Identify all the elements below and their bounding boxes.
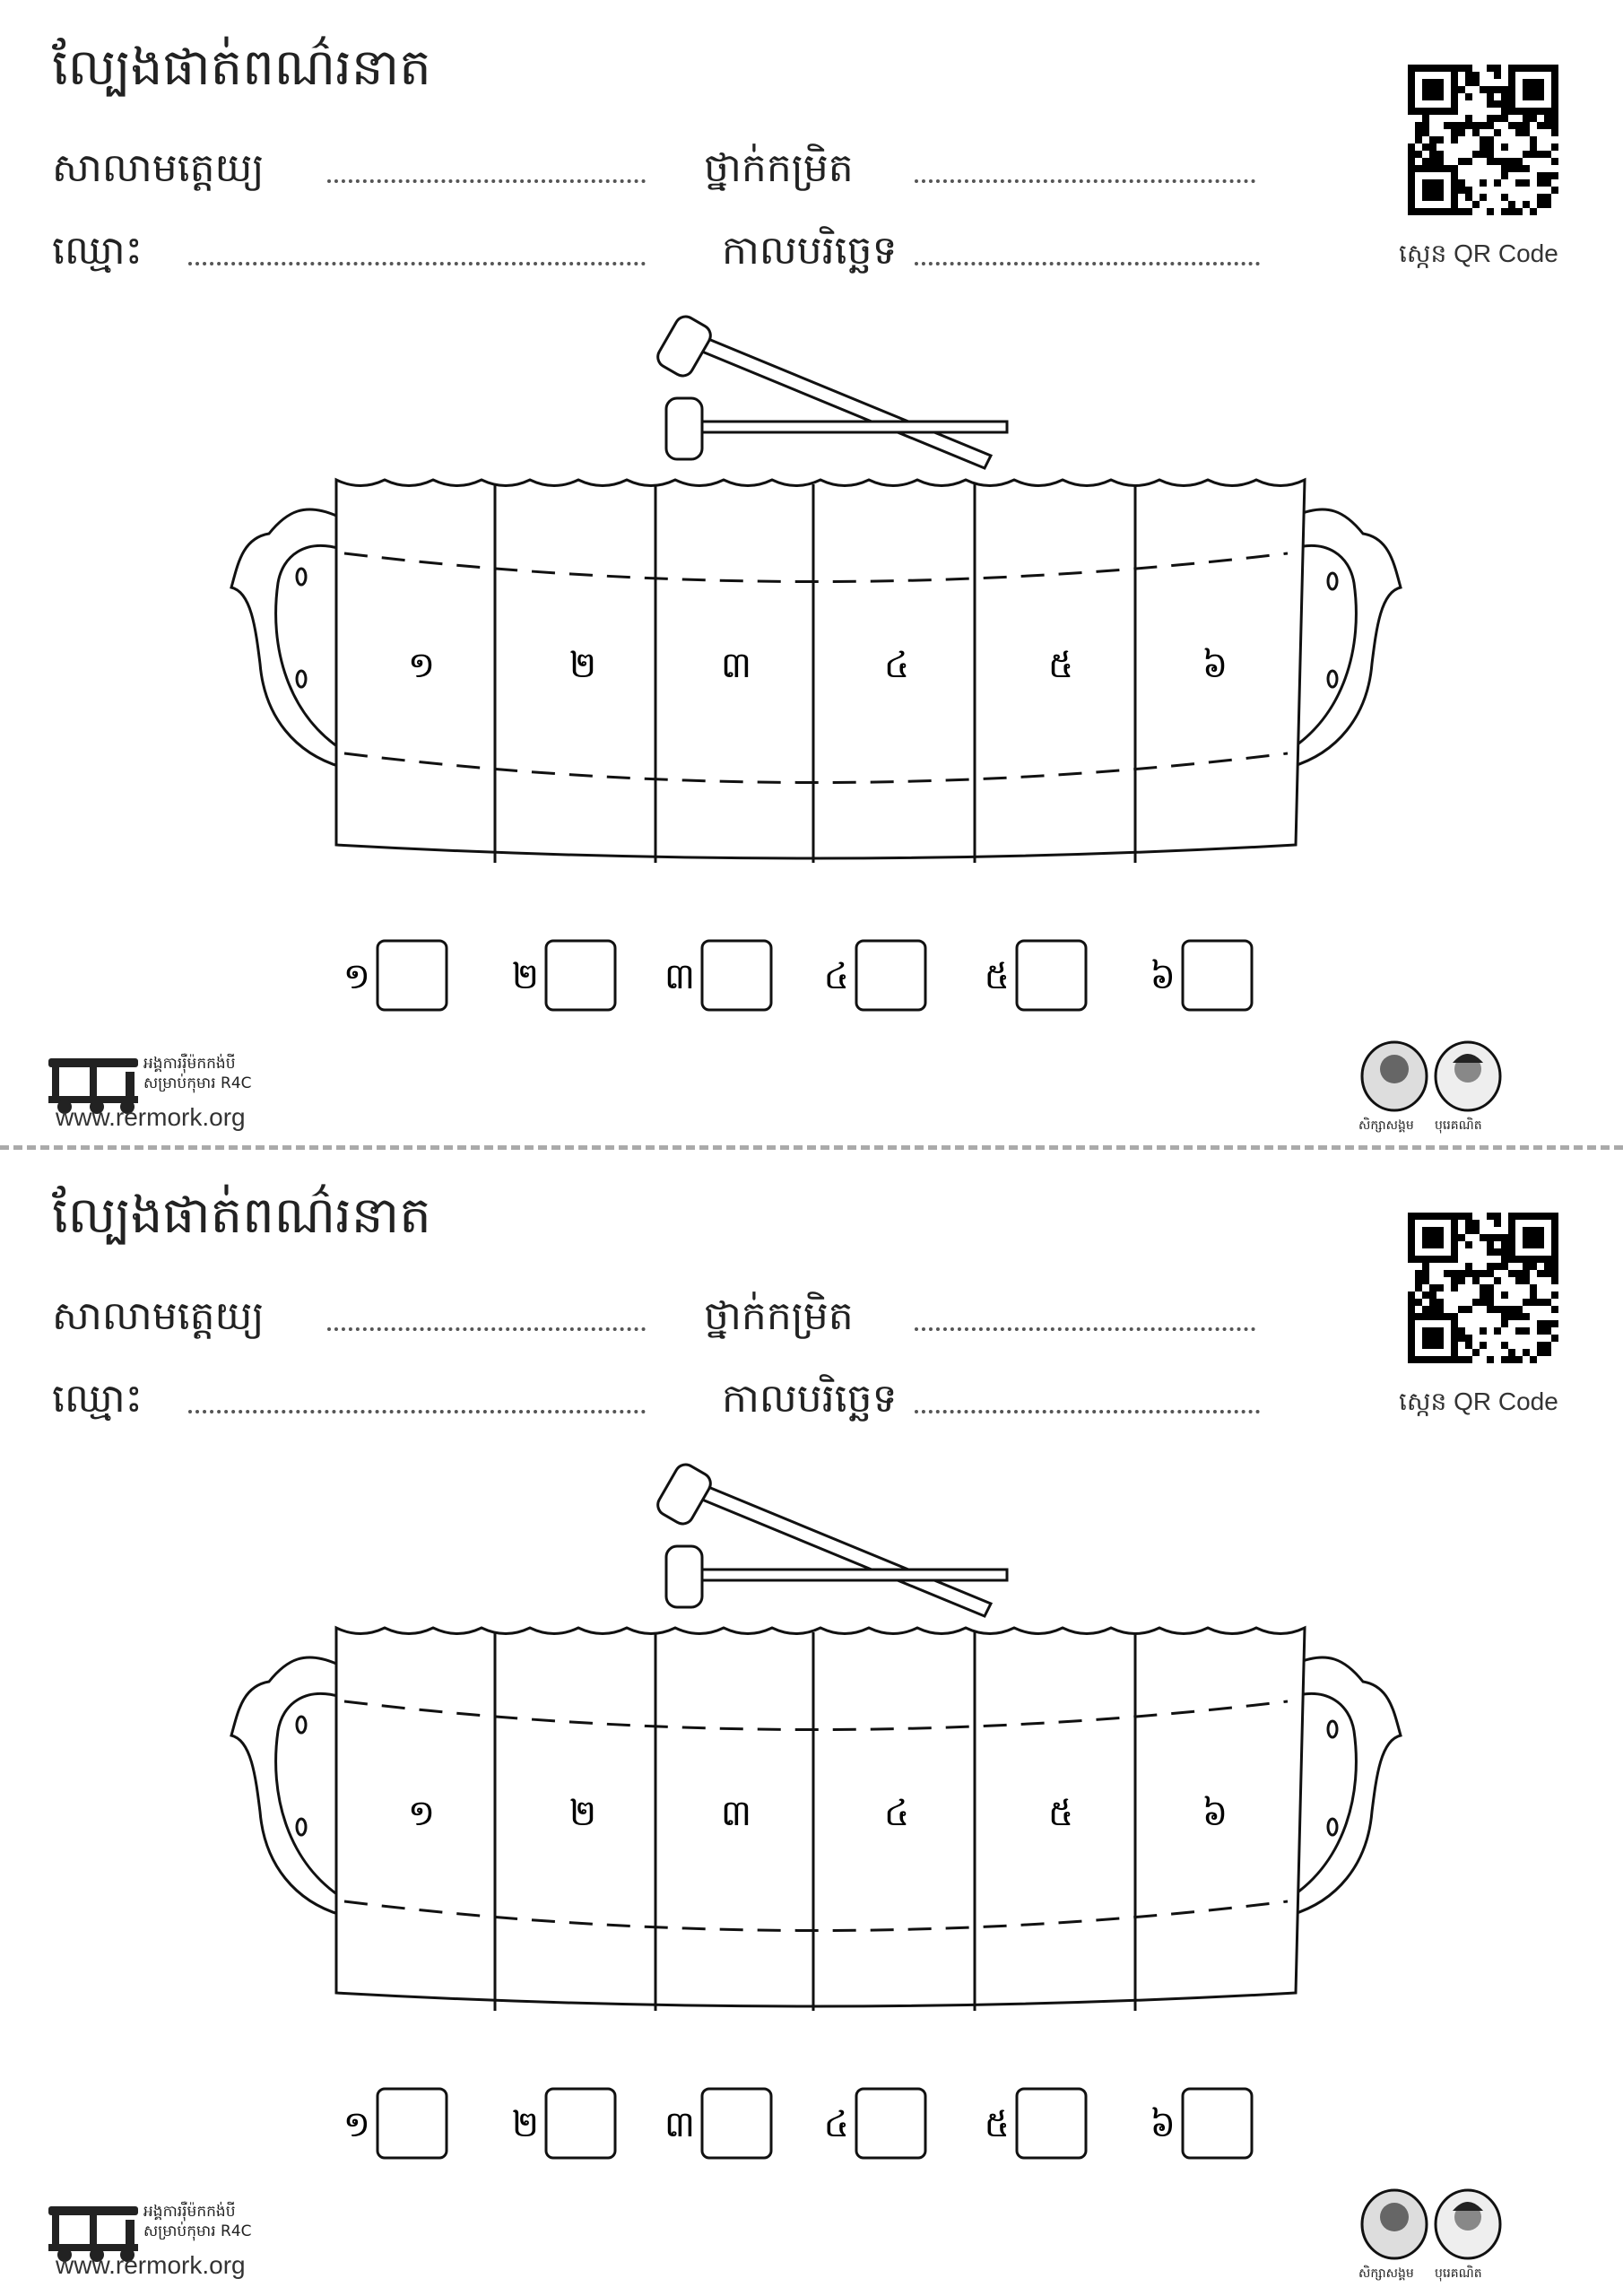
bar-number: ៣ <box>721 645 751 686</box>
worksheet-copy: ល្បែងផាត់ពណ៌រនាត សាលាមត្តេយ្យ ថ្នាក់កម្រ… <box>0 1148 1623 2296</box>
mallet-icon <box>656 315 1009 470</box>
answer-box[interactable] <box>1181 2087 1254 2160</box>
answer-box[interactable] <box>376 2087 448 2160</box>
worksheet-title: ល្បែងផាត់ពណ៌រនាត <box>52 1187 431 1245</box>
bar-number: ១ <box>408 1793 435 1834</box>
tuktuk-logo-icon <box>48 1058 138 1114</box>
badge-caption: បុរេគណិត <box>1435 1118 1482 1133</box>
badge-caption: បុរេគណិត <box>1435 2266 1482 2281</box>
bar-number: ៥ <box>1048 1793 1073 1834</box>
bar-number: ២ <box>569 645 596 686</box>
badge-caption: សិក្សាសង្គម <box>1358 2266 1414 2281</box>
string-bottom <box>343 1900 1289 1932</box>
answer-box[interactable] <box>855 939 927 1012</box>
right-handle <box>1283 508 1402 769</box>
tuktuk-logo-icon <box>48 2206 138 2262</box>
qr-caption: ស្កេន QR Code <box>1399 1387 1558 1415</box>
mallet-icon <box>656 1463 1009 1618</box>
box-number: ៦ <box>1150 2104 1176 2145</box>
bar-number: ៤ <box>884 645 909 686</box>
name-label: ឈ្មោះ <box>52 1376 143 1422</box>
bar-number: ១ <box>408 645 435 686</box>
bar-number: ៥ <box>1048 645 1073 686</box>
bar-number: ៤ <box>884 1793 909 1834</box>
date-label: កាលបរិច្ឆេទ <box>722 228 898 274</box>
roneat-body <box>334 477 1306 860</box>
box-number: ១ <box>343 956 370 997</box>
box-number: ៦ <box>1150 956 1176 997</box>
answer-box[interactable] <box>1181 939 1254 1012</box>
school-field[interactable] <box>327 179 646 183</box>
math-badge-icon <box>1434 1040 1502 1112</box>
grade-field[interactable] <box>915 1327 1255 1331</box>
answer-box[interactable] <box>1015 939 1088 1012</box>
bar-number: ៣ <box>721 1793 751 1834</box>
left-handle <box>230 508 349 769</box>
box-number: ៤ <box>824 956 849 997</box>
grade-label: ថ្នាក់កម្រិត <box>704 1293 854 1339</box>
answer-box[interactable] <box>700 939 773 1012</box>
worksheet-title: ល្បែងផាត់ពណ៌រនាត <box>52 39 431 97</box>
roneat-illustration: ១២៣៤៥៦ ១២៣៤៥៦ <box>48 315 1502 1114</box>
grade-field[interactable] <box>915 179 1255 183</box>
date-field[interactable] <box>915 1410 1260 1413</box>
qr-caption: ស្កេន QR Code <box>1399 239 1558 267</box>
grade-label: ថ្នាក់កម្រិត <box>704 145 854 191</box>
social-studies-badge-icon <box>1360 2188 1428 2260</box>
answer-box[interactable] <box>700 2087 773 2160</box>
box-number: ៥ <box>985 2104 1010 2145</box>
box-number: ៥ <box>985 956 1010 997</box>
answer-box[interactable] <box>1015 2087 1088 2160</box>
org-name: អង្គការរ៉ឺម៉កកង់បីសម្រាប់កុមារ R4C <box>143 2203 252 2240</box>
org-name: អង្គការរ៉ឺម៉កកង់បីសម្រាប់កុមារ R4C <box>143 1055 252 1092</box>
social-studies-badge-icon <box>1360 1040 1428 1112</box>
badge-caption: សិក្សាសង្គម <box>1358 1118 1414 1133</box>
box-number: ៣ <box>664 956 695 997</box>
answer-box[interactable] <box>855 2087 927 2160</box>
bar-number: ២ <box>569 1793 596 1834</box>
right-handle <box>1283 1656 1402 1917</box>
box-number: ១ <box>343 2104 370 2145</box>
string-top <box>343 1700 1289 1731</box>
website-link[interactable]: www.rermork.org <box>56 1103 246 1131</box>
bar-number: ៦ <box>1202 1793 1228 1834</box>
box-number: ៤ <box>824 2104 849 2145</box>
string-bottom <box>343 752 1289 784</box>
answer-box[interactable] <box>376 939 448 1012</box>
box-number: ៣ <box>664 2104 695 2145</box>
qr-code-icon <box>1408 1213 1558 1363</box>
date-field[interactable] <box>915 262 1260 265</box>
school-label: សាលាមត្តេយ្យ <box>52 1293 265 1339</box>
name-label: ឈ្មោះ <box>52 228 143 274</box>
worksheet-copy: ល្បែងផាត់ពណ៌រនាត សាលាមត្តេយ្យ ថ្នាក់កម្រ… <box>48 39 1558 1133</box>
roneat-illustration: ១២៣៤៥៦ ១២៣៤៥៦ <box>48 1463 1502 2262</box>
school-field[interactable] <box>327 1327 646 1331</box>
box-number: ២ <box>512 2104 539 2145</box>
name-field[interactable] <box>188 1410 646 1413</box>
date-label: កាលបរិច្ឆេទ <box>722 1376 898 1422</box>
box-number: ២ <box>512 956 539 997</box>
bar-number: ៦ <box>1202 645 1228 686</box>
website-link[interactable]: www.rermork.org <box>56 2251 246 2279</box>
left-handle <box>230 1656 349 1917</box>
string-top <box>343 552 1289 583</box>
qr-code-icon <box>1408 65 1558 215</box>
answer-box[interactable] <box>544 939 617 1012</box>
school-label: សាលាមត្តេយ្យ <box>52 145 265 191</box>
math-badge-icon <box>1434 2188 1502 2260</box>
answer-box[interactable] <box>544 2087 617 2160</box>
cut-line <box>0 1145 1623 1150</box>
roneat-body <box>334 1625 1306 2008</box>
name-field[interactable] <box>188 262 646 265</box>
